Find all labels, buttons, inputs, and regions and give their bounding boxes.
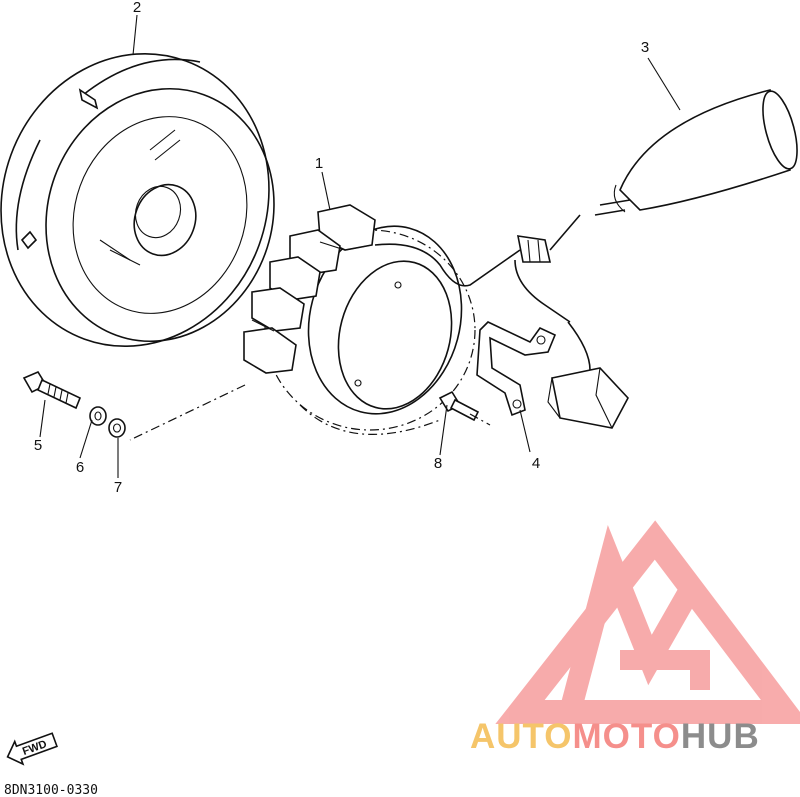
fwd-arrow-icon: FWD: [6, 732, 58, 766]
callout-4: 4: [532, 455, 540, 472]
callout-5: 5: [34, 437, 42, 454]
logo-triangle: [495, 520, 800, 724]
screw: [438, 390, 491, 426]
callout-6: 6: [76, 459, 84, 476]
flywheel-rotor: [0, 52, 275, 348]
watermark-wordmark: AUTOMOTOHUB: [470, 717, 760, 756]
callout-7: 7: [114, 479, 122, 496]
pickup-coil-lead-sleeve: [594, 89, 798, 216]
leader-lines: [39, 14, 681, 478]
lead-clamp-bracket: [476, 321, 557, 417]
watermark-auto: AUTO: [470, 717, 573, 756]
callout-3: 3: [641, 39, 649, 56]
wire-grommet: [514, 214, 591, 371]
callout-2: 2: [133, 0, 141, 16]
bolt: [22, 370, 82, 410]
lock-washer: [89, 406, 107, 426]
pickup-coil-connector: [547, 367, 629, 429]
logo-g-stroke: [620, 650, 710, 690]
part-code: 8DN3100-0330: [4, 783, 98, 797]
watermark-moto: MOTO: [573, 717, 681, 756]
callout-1: 1: [315, 155, 323, 172]
callout-8: 8: [434, 455, 442, 472]
logo-m-stroke: [559, 524, 700, 715]
washer: [108, 418, 126, 438]
stator-assembly: [129, 204, 521, 441]
automotohub-logo-mark: [495, 520, 800, 724]
watermark-hub: HUB: [681, 717, 760, 756]
